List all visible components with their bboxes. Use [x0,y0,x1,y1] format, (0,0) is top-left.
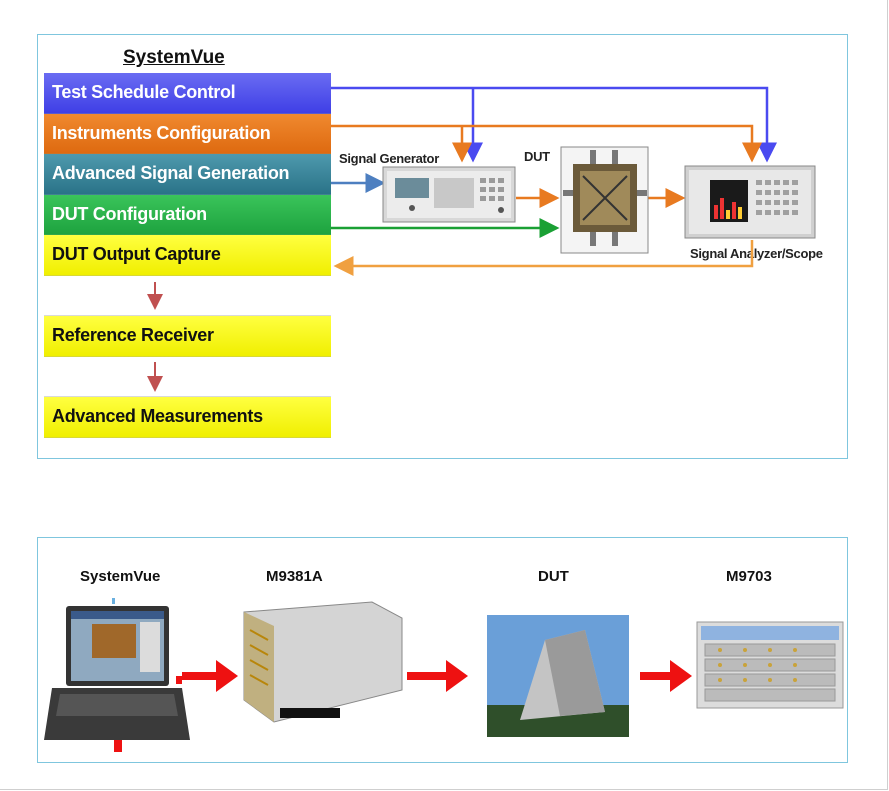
block-label: Instruments Configuration [52,122,271,143]
bottom-label-systemvue: SystemVue [80,568,161,585]
signal-generator-label: Signal Generator [339,151,439,166]
signal-analyzer-label: Signal Analyzer/Scope [690,246,823,261]
block-label: Advanced Measurements [52,406,263,427]
red-arrow-3 [640,660,692,692]
block-label: Reference Receiver [52,325,214,346]
m9703-image [696,621,844,709]
bottom-label-dut: DUT [538,568,569,585]
bottom-label-m9703: M9703 [726,568,772,585]
dut-label-top: DUT [524,149,550,164]
systemvue-block-stack: Test Schedule Control Instruments Config… [44,73,331,438]
block-reference-receiver: Reference Receiver [44,316,331,357]
blue-connector [331,86,777,163]
block-advanced-signal-generation: Advanced Signal Generation [44,154,331,195]
red-arrow-2 [407,660,468,692]
m9381a-image [243,601,403,723]
dut-image [560,146,649,254]
orange-connector [331,124,762,163]
block-spacer-2 [44,356,331,397]
block-advanced-measurements: Advanced Measurements [44,397,331,438]
block-label: Advanced Signal Generation [52,163,290,184]
block-instruments-configuration: Instruments Configuration [44,113,331,154]
block-label: DUT Output Capture [52,244,221,265]
return-connector [333,240,754,276]
dut-radar-image [487,615,629,737]
block-dut-output-capture: DUT Output Capture [44,235,331,276]
block-label: Test Schedule Control [52,82,236,103]
block-dut-configuration: DUT Configuration [44,194,331,235]
signal-analyzer-image [684,165,816,239]
signal-generator-image [382,166,516,223]
block-test-schedule-control: Test Schedule Control [44,73,331,114]
bottom-arrows [182,660,692,692]
block-spacer-1 [44,275,331,316]
bottom-label-m9381a: M9381A [266,568,323,585]
block-label: DUT Configuration [52,203,207,224]
systemvue-title: SystemVue [123,47,225,68]
red-arrow-1 [182,660,238,692]
connectors [147,86,777,392]
laptop-image [44,598,190,752]
